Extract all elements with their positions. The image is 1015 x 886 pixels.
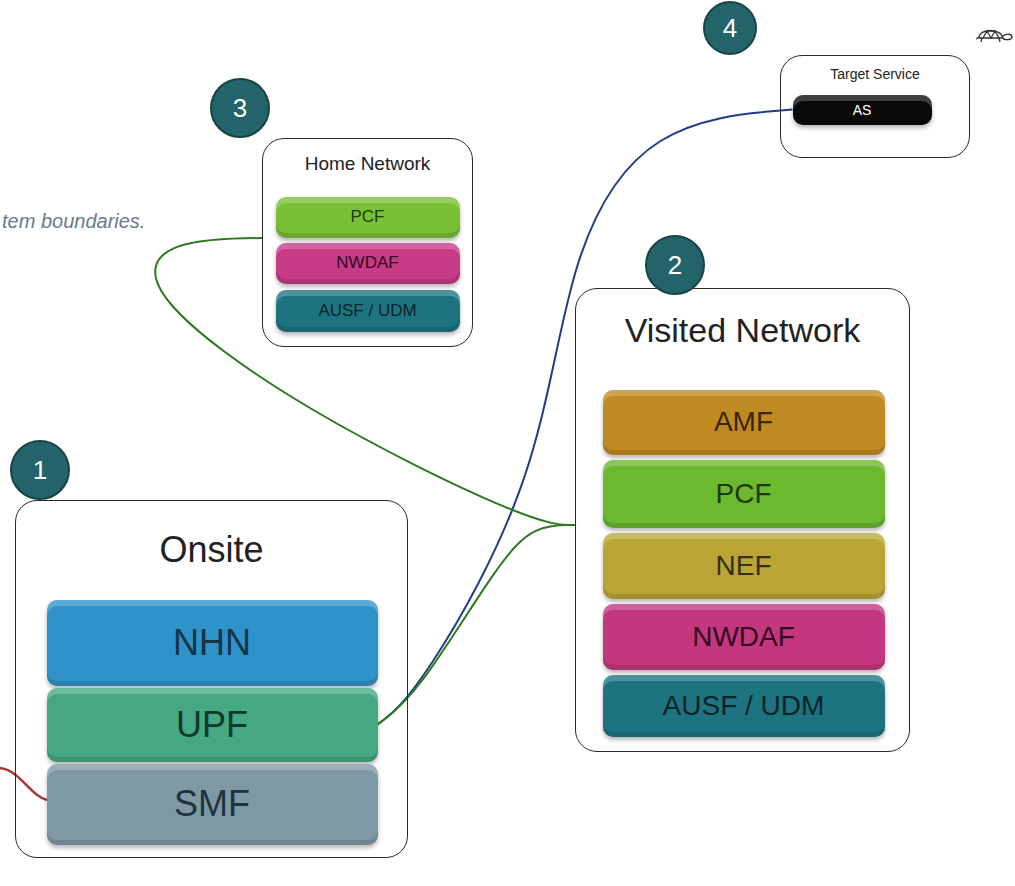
red-wire xyxy=(0,768,47,800)
function-block: UPF xyxy=(47,688,378,762)
container-title: Home Network xyxy=(263,153,472,175)
site-container: OnsiteNHN UPF SMF xyxy=(15,500,408,858)
block-label: NEF xyxy=(716,550,772,582)
function-block: NHN xyxy=(47,600,378,686)
function-block: AMF xyxy=(603,390,885,455)
callout-number: 1 xyxy=(10,440,70,500)
function-block: NWDAF xyxy=(603,604,885,670)
callout-number-text: 2 xyxy=(668,250,682,281)
function-block: NWDAF xyxy=(276,243,460,284)
callout-number-text: 3 xyxy=(233,93,247,124)
block-label: AUSF / UDM xyxy=(318,301,416,321)
function-block: PCF xyxy=(603,460,885,528)
container-title: Target Service xyxy=(781,66,969,82)
block-label: UPF xyxy=(176,704,248,746)
block-label: NHN xyxy=(173,622,251,664)
block-label: PCF xyxy=(351,207,385,227)
block-label: SMF xyxy=(174,783,250,825)
service-block: AS xyxy=(793,95,932,125)
note-text: tem boundaries. xyxy=(2,210,145,233)
callout-number: 3 xyxy=(210,78,270,138)
block-label: AUSF / UDM xyxy=(663,690,825,722)
network-container: Home NetworkPCF NWDAF AUSF / UDM xyxy=(262,138,473,347)
container-title: Onsite xyxy=(16,529,407,571)
block-label: NWDAF xyxy=(336,253,398,273)
service-container: Target ServiceAS xyxy=(780,55,970,158)
callout-number: 2 xyxy=(645,235,705,295)
function-block: AUSF / UDM xyxy=(603,675,885,737)
connector xyxy=(155,238,575,525)
block-label: PCF xyxy=(716,478,772,510)
callout-number-text: 1 xyxy=(33,455,47,486)
function-block: PCF xyxy=(276,197,460,238)
network-container: Visited NetworkAMF PCF NEF NWDAF AUSF / UDM xyxy=(575,288,910,752)
function-block: AUSF / UDM xyxy=(276,290,460,332)
turtle-icon xyxy=(976,31,1012,43)
block-label: NWDAF xyxy=(692,621,795,653)
callout-number-text: 4 xyxy=(723,13,737,44)
function-block: NEF xyxy=(603,533,885,599)
callout-number: 4 xyxy=(703,1,757,55)
block-label: AS xyxy=(853,102,872,118)
block-label: AMF xyxy=(714,406,773,438)
container-title: Visited Network xyxy=(576,311,909,350)
function-block: SMF xyxy=(47,764,378,845)
